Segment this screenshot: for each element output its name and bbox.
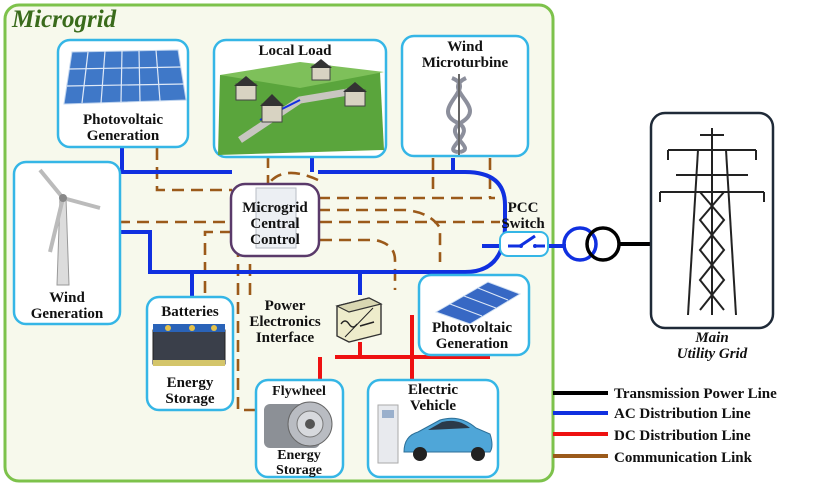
svg-text:Photovoltaic: Photovoltaic [432,320,512,336]
svg-text:Storage: Storage [276,463,322,478]
main-grid-box[interactable]: Main Utility Grid [649,111,775,362]
converter-icon [335,297,383,343]
svg-text:Electric: Electric [408,382,458,398]
wind-microturbine-box[interactable]: Wind Microturbine [400,34,530,158]
svg-text:Wind: Wind [447,39,483,55]
legend-label-dc: DC Distribution Line [614,428,751,444]
svg-text:Control: Control [250,232,300,248]
svg-text:Microgrid: Microgrid [242,200,308,216]
legend-label-comm: Communication Link [614,450,753,466]
svg-text:Main: Main [694,330,728,346]
wind-generation-box[interactable]: Wind Generation [12,160,122,326]
transmission-tower-icon [659,128,765,316]
svg-text:Vehicle: Vehicle [410,398,456,414]
pcc-label-2: Switch [501,216,545,232]
svg-text:Electronics: Electronics [249,314,321,330]
svg-text:Storage: Storage [165,391,214,407]
control-cabinet-icon [255,187,297,249]
svg-text:Energy: Energy [167,375,214,391]
battery-icon [152,324,226,366]
flywheel-icon [264,401,333,448]
svg-text:Power: Power [265,298,306,314]
batteries-box[interactable]: Batteries Energy Storage [145,295,235,412]
electric-vehicle-box[interactable]: Electric Vehicle [366,378,500,479]
wind-turbine-icon [38,168,101,286]
flywheel-box[interactable]: Flywheel Energy Storage [254,378,345,479]
svg-text:Batteries: Batteries [161,304,219,320]
power-electronics-box[interactable]: Power Electronics Interface [249,297,383,346]
legend-label-ac: AC Distribution Line [614,406,751,422]
houses-icon [218,59,384,155]
solar-panel-icon [434,281,522,325]
svg-text:Wind: Wind [49,290,85,306]
transformer-icon [562,226,621,262]
car-icon [403,417,493,461]
svg-text:Energy: Energy [277,448,321,463]
svg-text:Utility Grid: Utility Grid [677,346,748,362]
svg-text:Interface: Interface [256,330,315,346]
local-load-box[interactable]: Local Load [212,38,388,159]
svg-text:Generation: Generation [436,336,509,352]
microgrid-title: Microgrid [11,6,117,33]
solar-panel-icon [63,49,187,105]
svg-text:Microturbine: Microturbine [422,55,509,71]
svg-text:Local Load: Local Load [259,43,333,59]
central-control-box[interactable]: Microgrid Central Control [229,182,321,258]
pv-right-box[interactable]: Photovoltaic Generation [417,273,531,357]
dc-distribution-lines [318,315,490,380]
svg-text:Flywheel: Flywheel [272,384,326,399]
svg-text:Generation: Generation [87,128,160,144]
svg-text:Generation: Generation [31,306,104,322]
pcc-switch[interactable] [499,231,549,257]
svg-text:Central: Central [250,216,299,232]
vertical-turbine-icon [446,74,472,155]
pcc-label-1: PCC [508,200,539,216]
legend-label-transmission: Transmission Power Line [614,386,777,402]
pv-top-box[interactable]: Photovoltaic Generation [56,38,190,149]
ev-charger-icon [377,404,399,464]
legend: Transmission Power Line AC Distribution … [553,386,777,466]
svg-text:Photovoltaic: Photovoltaic [83,112,163,128]
